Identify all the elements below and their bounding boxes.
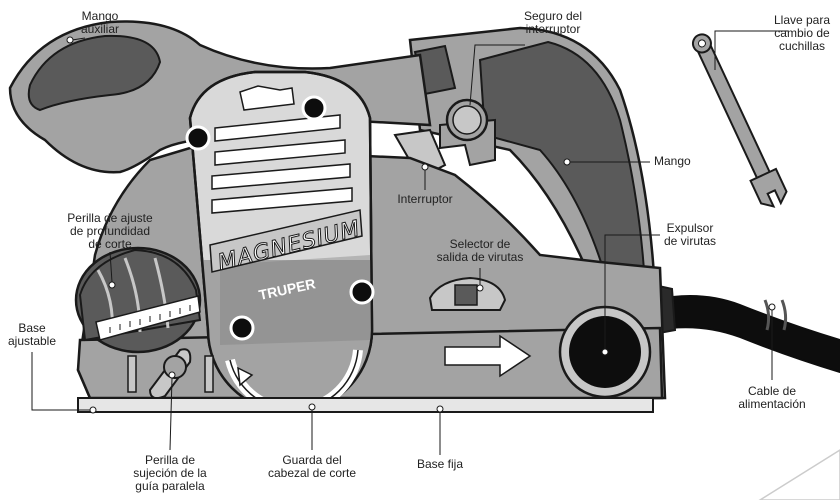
label-base-ajustable: Base ajustable xyxy=(7,321,57,348)
leader-dot xyxy=(563,158,571,166)
handle-grip-rubber xyxy=(478,40,647,294)
fixed-base-plate xyxy=(77,397,654,413)
leader-line xyxy=(169,377,173,451)
plate-screw xyxy=(185,125,211,151)
leader-dot xyxy=(768,303,776,311)
leader-line xyxy=(71,37,86,41)
label-mango: Mango xyxy=(654,154,691,168)
leader-line xyxy=(714,30,788,70)
label-cable: Cable de alimentación xyxy=(738,384,806,411)
leader-dot xyxy=(421,163,429,171)
wrench-icon xyxy=(691,33,788,208)
depth-adjust-knob xyxy=(74,246,202,354)
label-perilla-ajuste: Perilla de ajuste de profundidad de cort… xyxy=(67,211,153,251)
leader-dot xyxy=(476,284,484,292)
leader-line xyxy=(31,352,90,411)
leader-dot xyxy=(308,403,316,411)
selector-window xyxy=(454,284,478,306)
label-guarda: Guarda del cabezal de corte xyxy=(267,453,357,480)
label-selector-virutas: Selector de salida de virutas xyxy=(436,237,524,264)
leader-line xyxy=(469,44,525,106)
leader-dot xyxy=(108,281,116,289)
leader-dot xyxy=(601,348,609,356)
leader-line xyxy=(604,234,660,350)
label-perilla-sujecion: Perilla de sujeción de la guía paralela xyxy=(133,453,207,493)
plate-screw xyxy=(301,95,327,121)
cable-ridge xyxy=(780,299,788,331)
label-interruptor: Interruptor xyxy=(397,192,453,206)
leader-dot xyxy=(89,406,97,414)
label-expulsor: Expulsor de virutas xyxy=(663,221,717,248)
label-seguro-interruptor: Seguro del interruptor xyxy=(523,9,583,36)
plate-screw xyxy=(349,279,375,305)
leader-line xyxy=(109,251,113,283)
plate-screw xyxy=(229,315,255,341)
leader-dot xyxy=(436,405,444,413)
corner-sheet-edge xyxy=(758,449,840,500)
leader-lines xyxy=(31,30,788,455)
leader-dot xyxy=(168,371,176,379)
label-mango-auxiliar: Mango auxiliar xyxy=(80,9,120,36)
label-base-fija: Base fija xyxy=(416,457,464,471)
leader-dot xyxy=(66,36,74,44)
right-arrow-icon xyxy=(444,334,532,378)
switch-lock-button-cap xyxy=(452,105,482,135)
power-cable xyxy=(654,295,840,374)
cable-ridge xyxy=(763,299,771,331)
auxiliary-grip-rubber xyxy=(27,34,162,112)
label-llave: Llave para cambio de cuchillas xyxy=(773,13,831,53)
